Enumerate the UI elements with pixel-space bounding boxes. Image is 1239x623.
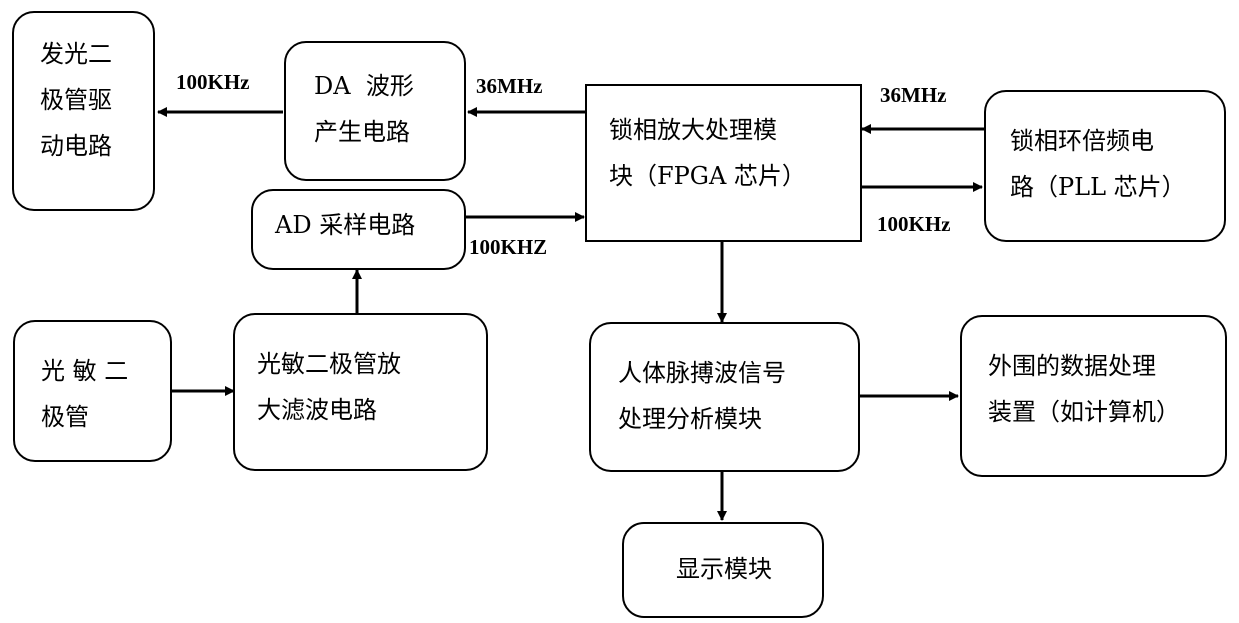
pll-multiplier-line-2: 路（PLL 芯片） xyxy=(1010,164,1224,210)
led-driver-line-1: 发光二 xyxy=(40,31,153,77)
led-driver-line-3: 动电路 xyxy=(40,123,153,169)
external-processor-line-1: 外围的数据处理 xyxy=(988,343,1225,389)
external-processor-line-2: 装置（如计算机） xyxy=(988,389,1225,435)
led-driver-line-2: 极管驱 xyxy=(40,77,153,123)
pulse-wave-module-line-1: 人体脉搏波信号 xyxy=(618,350,858,396)
signal-label-da-to-led: 100KHz xyxy=(176,70,250,95)
signal-label-ad-to-fpga: 100KHZ xyxy=(469,235,547,260)
da-waveform-line-2: 产生电路 xyxy=(314,109,464,155)
photodiode-amp-box: 光敏二极管放 大滤波电路 xyxy=(233,313,488,471)
display-module-line-1: 显示模块 xyxy=(676,546,822,592)
pulse-wave-module-line-2: 处理分析模块 xyxy=(618,396,858,442)
lockin-fpga-line-2: 块（FPGA 芯片） xyxy=(609,153,860,199)
ad-sampling-box: AD 采样电路 xyxy=(251,189,466,270)
lockin-fpga-box: 锁相放大处理模 块（FPGA 芯片） xyxy=(585,84,862,242)
ad-sampling-line-1: AD 采样电路 xyxy=(275,202,464,248)
da-waveform-box: DA 波形 产生电路 xyxy=(284,41,466,181)
signal-label-pll-to-fpga: 36MHz xyxy=(880,83,946,108)
pulse-wave-module-box: 人体脉搏波信号 处理分析模块 xyxy=(589,322,860,472)
pll-multiplier-line-1: 锁相环倍频电 xyxy=(1010,118,1224,164)
lockin-fpga-line-1: 锁相放大处理模 xyxy=(609,107,860,153)
external-processor-box: 外围的数据处理 装置（如计算机） xyxy=(960,315,1227,477)
photodiode-line-1: 光 敏 二 xyxy=(41,348,170,394)
pll-multiplier-box: 锁相环倍频电 路（PLL 芯片） xyxy=(984,90,1226,242)
photodiode-amp-line-1: 光敏二极管放 xyxy=(257,341,486,387)
photodiode-box: 光 敏 二 极管 xyxy=(13,320,172,462)
signal-label-fpga-to-pll: 100KHz xyxy=(877,212,951,237)
signal-label-fpga-to-da: 36MHz xyxy=(476,74,542,99)
photodiode-line-2: 极管 xyxy=(41,394,170,440)
photodiode-amp-line-2: 大滤波电路 xyxy=(257,387,486,433)
led-driver-box: 发光二 极管驱 动电路 xyxy=(12,11,155,211)
display-module-box: 显示模块 xyxy=(622,522,824,618)
da-waveform-line-1: DA 波形 xyxy=(314,63,464,109)
